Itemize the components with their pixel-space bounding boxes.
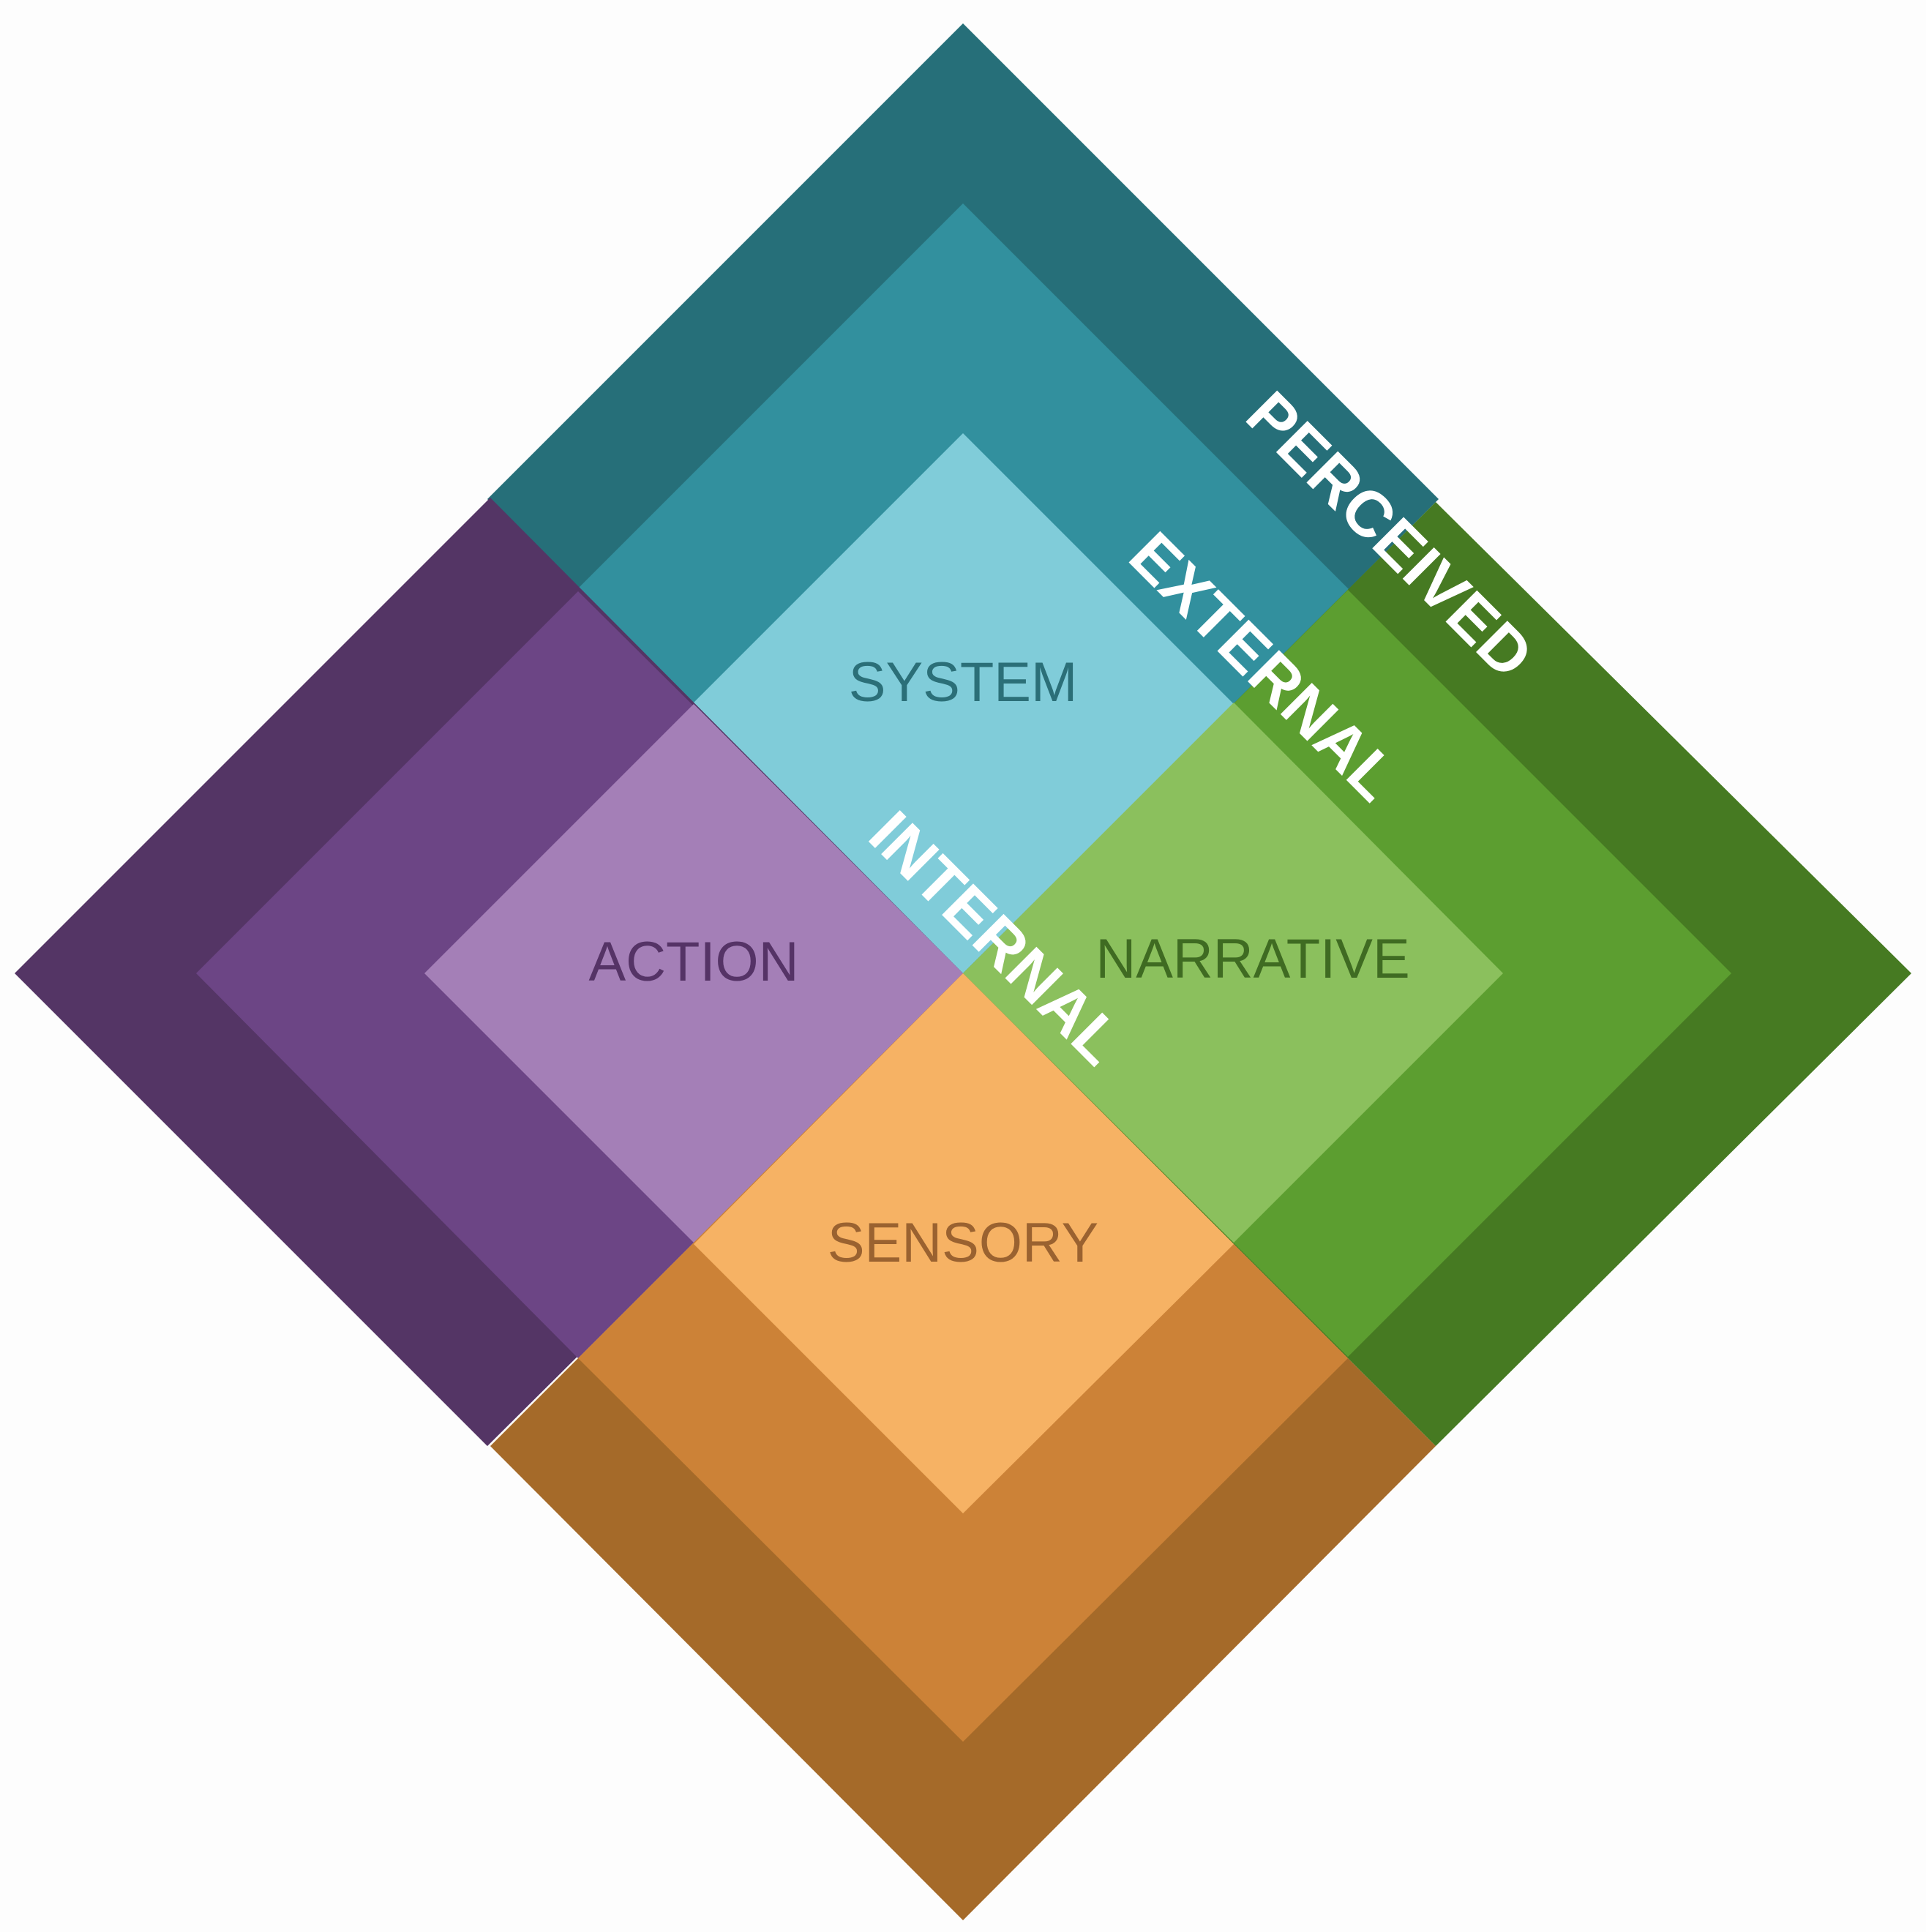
narrative-label: NARRATIVE [1095, 928, 1409, 990]
sensory-quadrant [490, 973, 1436, 1920]
narrative-inner-square [963, 703, 1503, 1243]
narrative-quadrant [963, 502, 1911, 1446]
sensory-inner-square [694, 973, 1234, 1513]
system-label: SYSTEM [849, 651, 1078, 714]
sensory-label: SENSORY [828, 1212, 1098, 1274]
action-label: ACTION [588, 931, 798, 993]
